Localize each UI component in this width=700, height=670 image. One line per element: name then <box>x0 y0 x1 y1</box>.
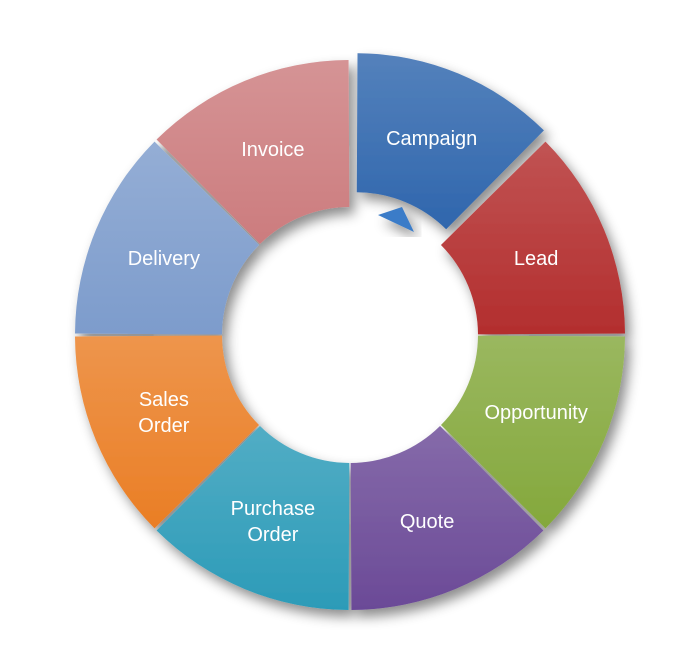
segment-label-line: Purchase <box>231 498 316 520</box>
segment-sales-order <box>75 335 260 529</box>
segment-label-line: Quote <box>400 511 454 533</box>
segment-label-line: Campaign <box>386 128 477 150</box>
segment-lead <box>440 141 625 335</box>
segment-label-line: Delivery <box>128 248 200 270</box>
segment-label-invoice: Invoice <box>241 139 304 161</box>
segment-purchase-order <box>156 425 350 610</box>
segment-label-delivery: Delivery <box>128 248 200 270</box>
segment-invoice <box>156 60 350 245</box>
segment-gloss-lead <box>440 141 625 335</box>
segment-opportunity <box>440 335 625 529</box>
segment-label-line: Invoice <box>241 139 304 161</box>
segment-label-opportunity: Opportunity <box>484 402 587 424</box>
segment-gloss-delivery <box>75 141 260 335</box>
segment-label-line: Opportunity <box>484 402 587 424</box>
segment-campaign <box>356 53 544 230</box>
segment-label-line: Order <box>138 415 189 437</box>
segment-label-line: Sales <box>139 389 189 411</box>
segment-gloss-invoice <box>156 60 350 245</box>
segment-quote <box>350 425 544 610</box>
segment-gloss-opportunity <box>440 335 625 529</box>
segment-label-line: Order <box>247 524 298 546</box>
segment-label-line: Lead <box>514 248 559 270</box>
segment-gloss-campaign <box>356 53 544 230</box>
segment-label-campaign: Campaign <box>386 128 477 150</box>
arrow-pointer-icon <box>378 207 414 232</box>
segment-delivery <box>75 141 260 335</box>
segment-label-lead: Lead <box>514 248 559 270</box>
segment-gloss-sales-order <box>75 335 260 529</box>
ring <box>75 53 625 610</box>
segment-gloss-quote <box>350 425 544 610</box>
segment-label-quote: Quote <box>400 511 454 533</box>
segment-gloss-purchase-order <box>156 425 350 610</box>
